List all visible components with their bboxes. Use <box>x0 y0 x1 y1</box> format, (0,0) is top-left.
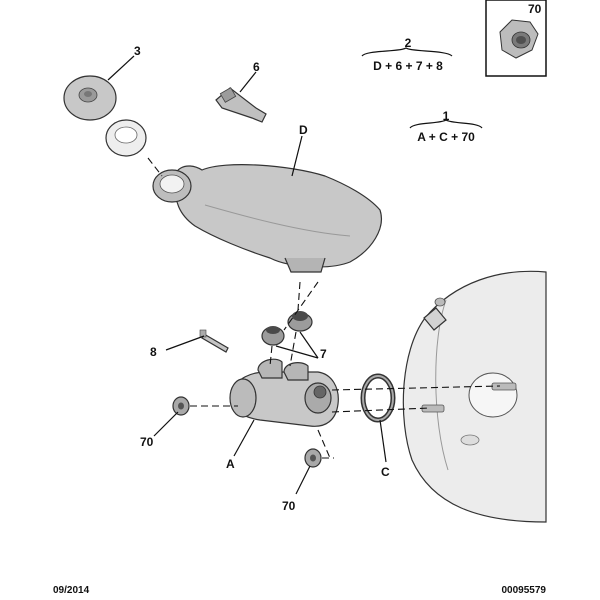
assembly-lines <box>147 157 501 459</box>
footer-reference: 00095579 <box>502 585 547 596</box>
nut-inset-box: 70 <box>485 0 547 77</box>
callout-reservoir: D <box>299 123 308 137</box>
nut-left <box>172 396 190 416</box>
callout-grommets: 7 <box>320 347 327 361</box>
brake-booster <box>402 270 547 523</box>
group-formula: D + 6 + 7 + 8 <box>373 59 443 73</box>
inset-label: 70 <box>528 2 542 16</box>
retaining-pin <box>199 329 229 353</box>
callout-sensor: 6 <box>253 60 260 74</box>
seal-ring <box>360 373 396 423</box>
footer-date: 09/2014 <box>53 585 90 596</box>
fluid-reservoir <box>152 164 382 273</box>
group-formula-2: 2 D + 6 + 7 + 8 <box>361 36 453 73</box>
nut-bottom <box>304 448 322 468</box>
master-cylinder <box>229 358 339 427</box>
callout-master-cylinder: A <box>226 457 235 471</box>
callout-nut-left: 70 <box>140 435 154 449</box>
group-number: 1 <box>443 109 450 123</box>
filter-strainer <box>105 119 147 157</box>
group-number: 2 <box>405 36 412 50</box>
group-formula: A + C + 70 <box>417 130 475 144</box>
level-sensor <box>215 87 267 123</box>
group-formula-1: 1 A + C + 70 <box>409 109 483 144</box>
reservoir-cap <box>63 75 117 121</box>
callout-nut-bottom: 70 <box>282 499 296 513</box>
leader-lines <box>107 55 387 495</box>
grommets <box>261 311 313 346</box>
callout-pin: 8 <box>150 345 157 359</box>
callout-seal: C <box>381 465 390 479</box>
callout-cap: 3 <box>134 44 141 58</box>
